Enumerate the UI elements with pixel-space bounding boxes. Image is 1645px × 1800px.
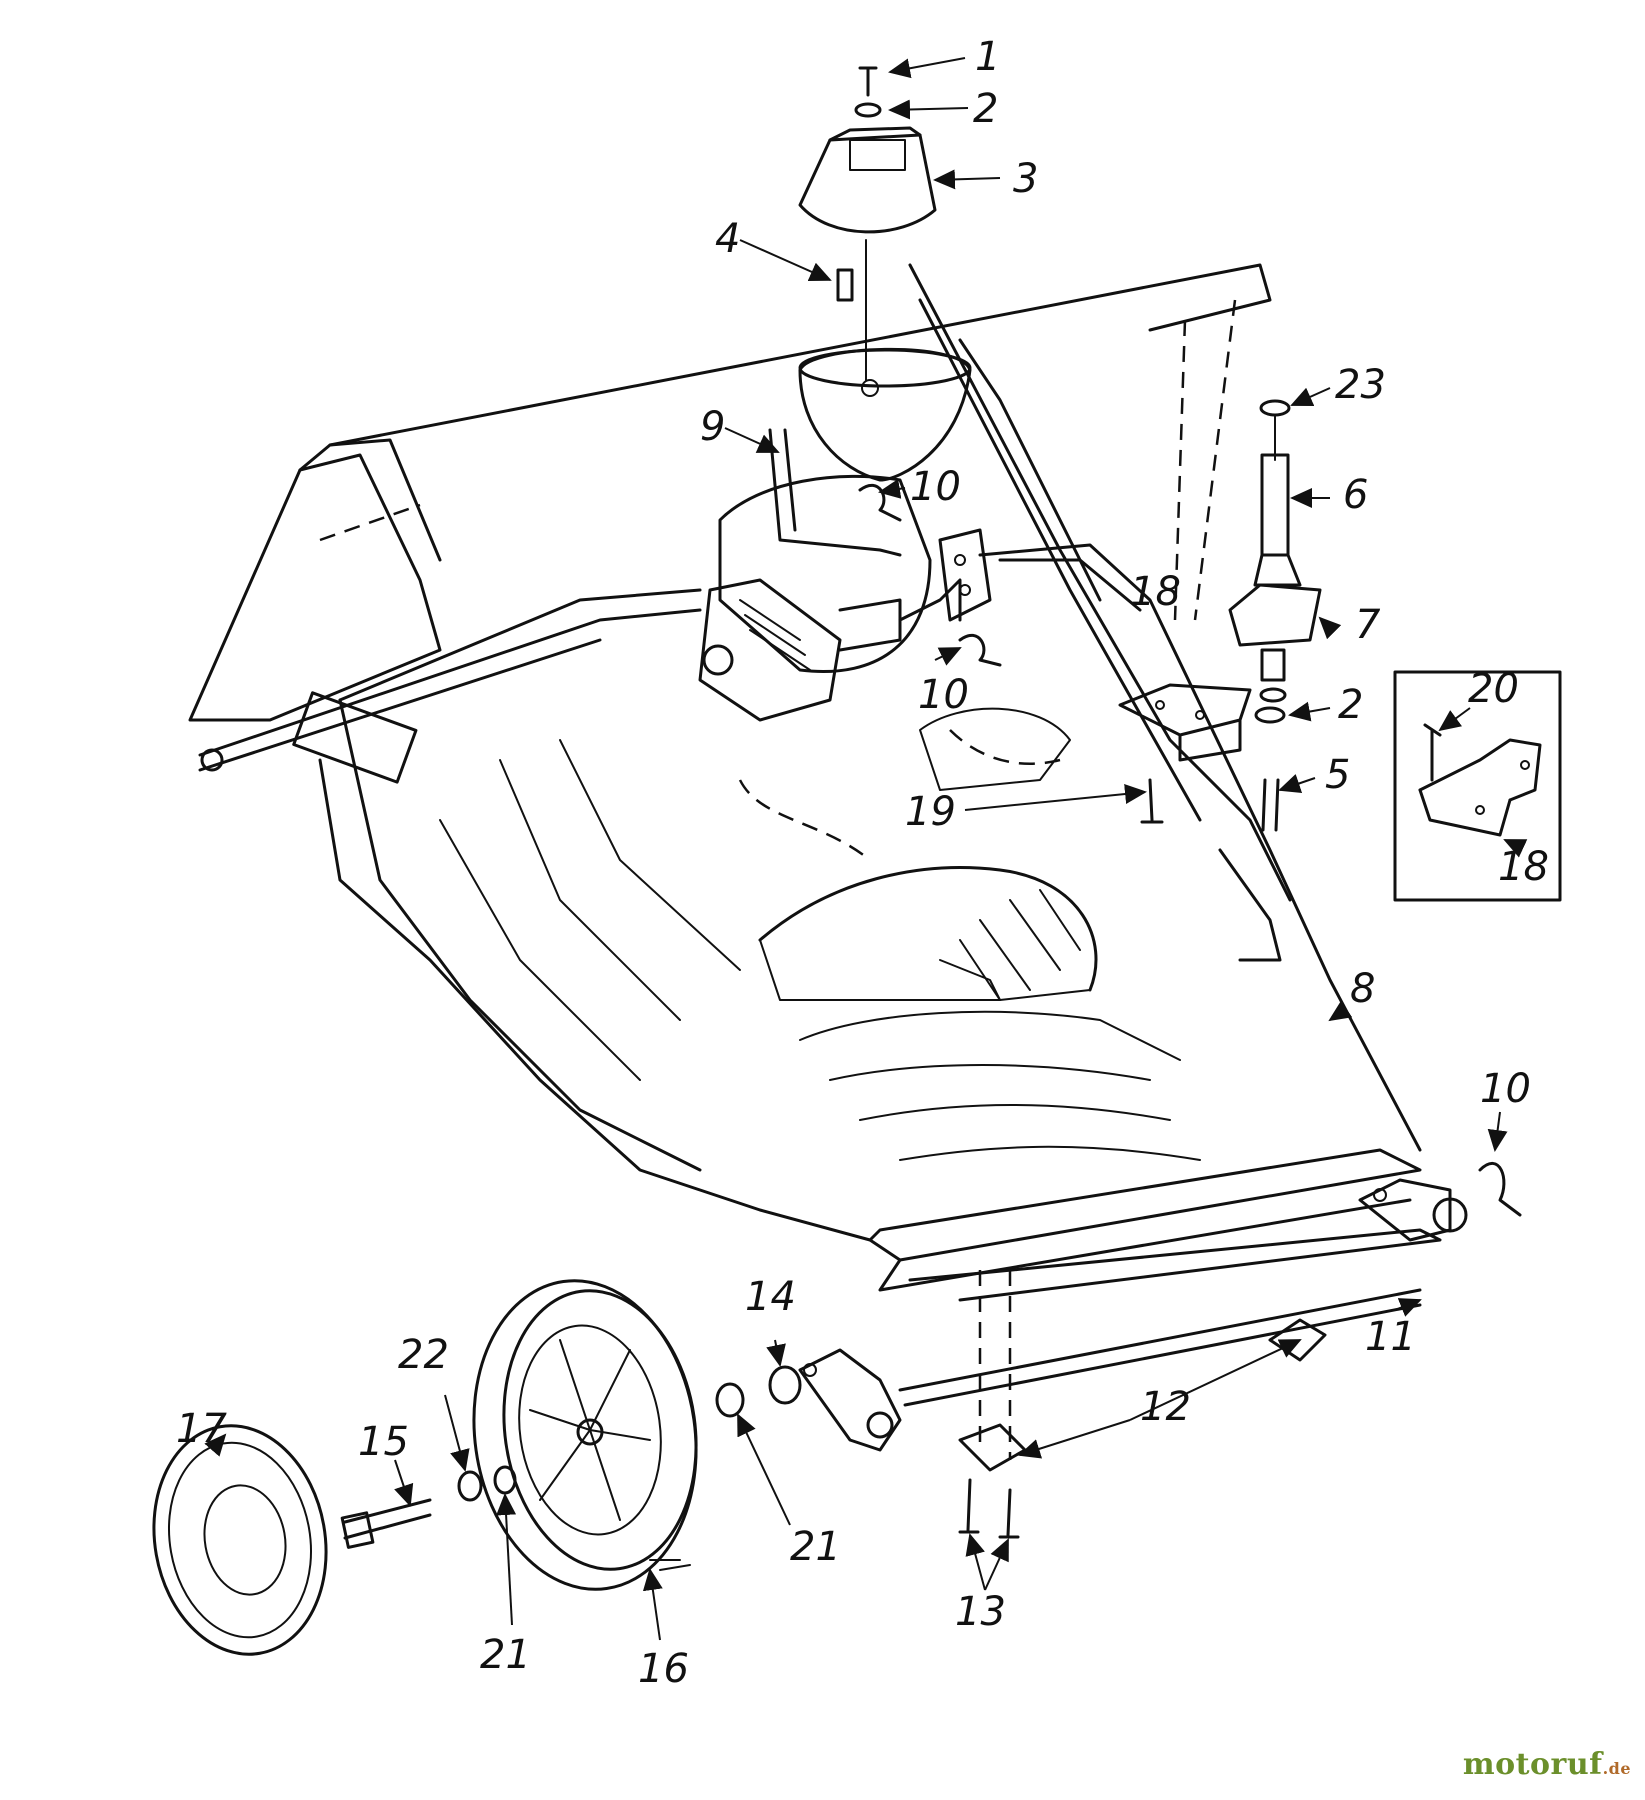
callout-19: 19 [905, 789, 956, 835]
clip-10-b [958, 633, 1002, 667]
callout-18-left: 18 [1130, 569, 1181, 615]
bracket-on-deck [1118, 683, 1252, 762]
callout-18-inset: 18 [1498, 844, 1549, 890]
callout-23: 23 [1335, 362, 1386, 408]
callout-14: 14 [745, 1274, 796, 1320]
callout-22: 22 [398, 1332, 449, 1378]
callout-11: 11 [1365, 1314, 1416, 1360]
callout-10-right: 10 [1480, 1066, 1531, 1112]
mower-deck [188, 263, 1422, 1292]
axle-assembly [798, 1270, 1422, 1539]
callout-3: 3 [1013, 156, 1038, 202]
watermark: motoruf.de [1463, 1747, 1631, 1782]
watermark-brand: motoruf [1462, 1747, 1603, 1782]
callout-10-mid: 10 [918, 672, 969, 718]
callout-15: 15 [358, 1419, 409, 1465]
callout-10-top: 10 [910, 464, 961, 510]
connecting-rods [908, 543, 1522, 1302]
callout-4: 4 [715, 216, 740, 262]
callout-16: 16 [638, 1646, 689, 1692]
callout-2-right: 2 [1338, 682, 1363, 728]
left-adjust-rod [198, 608, 702, 784]
callout-12: 12 [1140, 1384, 1191, 1430]
motor-cover [798, 66, 937, 381]
callout-2: 2 [973, 86, 998, 132]
callout-7: 7 [1355, 602, 1381, 648]
inset-bracket-detail [1393, 670, 1562, 902]
watermark-suffix: .de [1602, 1759, 1631, 1778]
callout-21-left: 21 [480, 1632, 531, 1678]
callout-5: 5 [1325, 752, 1350, 798]
callout-17: 17 [176, 1406, 227, 1452]
callout-20: 20 [1468, 666, 1519, 712]
height-adjust-post [1228, 399, 1322, 832]
wheel-assembly [152, 1279, 802, 1656]
callout-1: 1 [975, 34, 1000, 80]
gearbox-assembly [698, 428, 992, 722]
callout-9: 9 [700, 404, 725, 450]
callout-labels: 1 2 3 4 23 9 10 6 18 7 10 2 20 5 19 18 8… [176, 34, 1549, 1692]
callout-6: 6 [1343, 472, 1368, 518]
callout-21-right: 21 [790, 1524, 841, 1570]
screw-19 [1140, 778, 1164, 824]
callout-8: 8 [1350, 966, 1375, 1012]
callout-13: 13 [955, 1589, 1006, 1635]
leader-lines [204, 57, 1528, 1641]
motor-housing [798, 347, 972, 482]
